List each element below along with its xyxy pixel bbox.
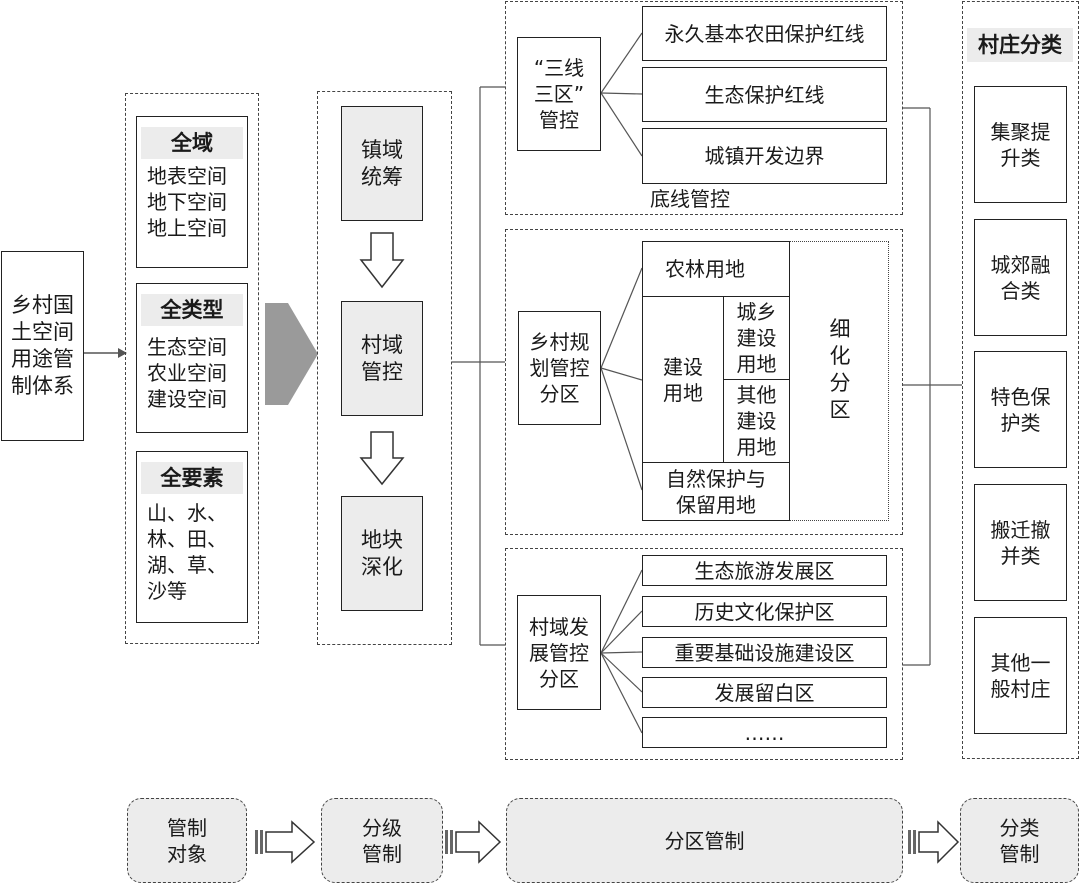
footer-control-objects: 管制 对象 (127, 798, 247, 883)
village-class: 集聚提 升类 (974, 86, 1067, 203)
footer-arrow-2 (445, 820, 502, 864)
group-body: 山、水、 林、田、 湖、草、 沙等 (147, 501, 227, 603)
bottomline-item: 城镇开发边界 (642, 128, 887, 184)
village-title: 村庄分类 (967, 28, 1073, 62)
urban-rural-land: 城乡 建设 用地 (723, 296, 790, 380)
other-construction-land: 其他 建设 用地 (723, 379, 790, 463)
refined-zone-label: 细 化 分 区 (829, 317, 851, 422)
group-body: 地表空间 地下空间 地上空间 (147, 164, 227, 240)
development-section (505, 548, 903, 760)
objects-group-alltypes: 全类型 生态空间 农业空间 建设空间 (136, 283, 248, 433)
village-class: 城郊融 合类 (974, 219, 1067, 336)
group-title: 全要素 (141, 462, 243, 494)
village-class: 特色保 护类 (974, 351, 1067, 468)
root-arrow (84, 348, 127, 358)
footer-graded-control: 分级 管制 (321, 798, 443, 883)
levels-connector (452, 86, 505, 646)
nature-reserve-land: 自然保护与 保留用地 (642, 462, 790, 521)
planning-fan (600, 267, 643, 491)
objects-container (125, 93, 259, 644)
village-section (962, 1, 1079, 759)
down-arrow-2 (359, 431, 405, 486)
village-class: 搬迁撤 并类 (974, 484, 1067, 601)
footer-classified-control: 分类 管制 (960, 798, 1079, 883)
level-town: 镇域 统筹 (341, 106, 423, 221)
group-body: 生态空间 农业空间 建设空间 (147, 335, 227, 411)
planning-section (505, 229, 903, 535)
development-item: …… (642, 717, 887, 748)
development-fan (600, 569, 643, 734)
objects-group-allelements: 全要素 山、水、 林、田、 湖、草、 沙等 (136, 451, 248, 623)
levels-container (317, 91, 452, 645)
bottomline-item: 生态保护红线 (642, 67, 887, 122)
footer-arrow-1 (255, 820, 316, 864)
development-item: 生态旅游发展区 (642, 555, 887, 586)
village-class: 其他一 般村庄 (974, 617, 1067, 734)
root-box: 乡村国 土空间 用途管 制体系 (1, 251, 84, 441)
bottomline-caption: 底线管控 (650, 187, 730, 211)
refined-zone-box (790, 241, 889, 521)
bottomline-fan (600, 32, 643, 157)
development-item: 历史文化保护区 (642, 596, 887, 627)
footer-arrow-3 (908, 820, 960, 864)
group-title: 全域 (141, 127, 243, 159)
objects-group-global: 全域 地表空间 地下空间 地上空间 (136, 116, 248, 268)
footer-zoning-control: 分区管制 (506, 798, 903, 883)
big-gray-arrow (265, 303, 318, 405)
bottomline-head: “三线 三区” 管控 (517, 37, 601, 151)
down-arrow-1 (359, 232, 405, 289)
village-connector (903, 107, 962, 666)
construction-land: 建设 用地 (642, 296, 724, 463)
agri-land: 农林用地 (642, 241, 790, 297)
bottomline-section (505, 1, 903, 215)
development-head: 村域发 展管控 分区 (517, 595, 601, 710)
level-village: 村域 管控 (341, 301, 423, 416)
bottomline-item: 永久基本农田保护红线 (642, 6, 887, 61)
planning-head: 乡村规 划管控 分区 (518, 311, 601, 425)
development-item: 发展留白区 (642, 677, 887, 708)
development-item: 重要基础设施建设区 (642, 637, 887, 668)
group-title: 全类型 (141, 294, 243, 326)
level-parcel: 地块 深化 (341, 496, 423, 611)
